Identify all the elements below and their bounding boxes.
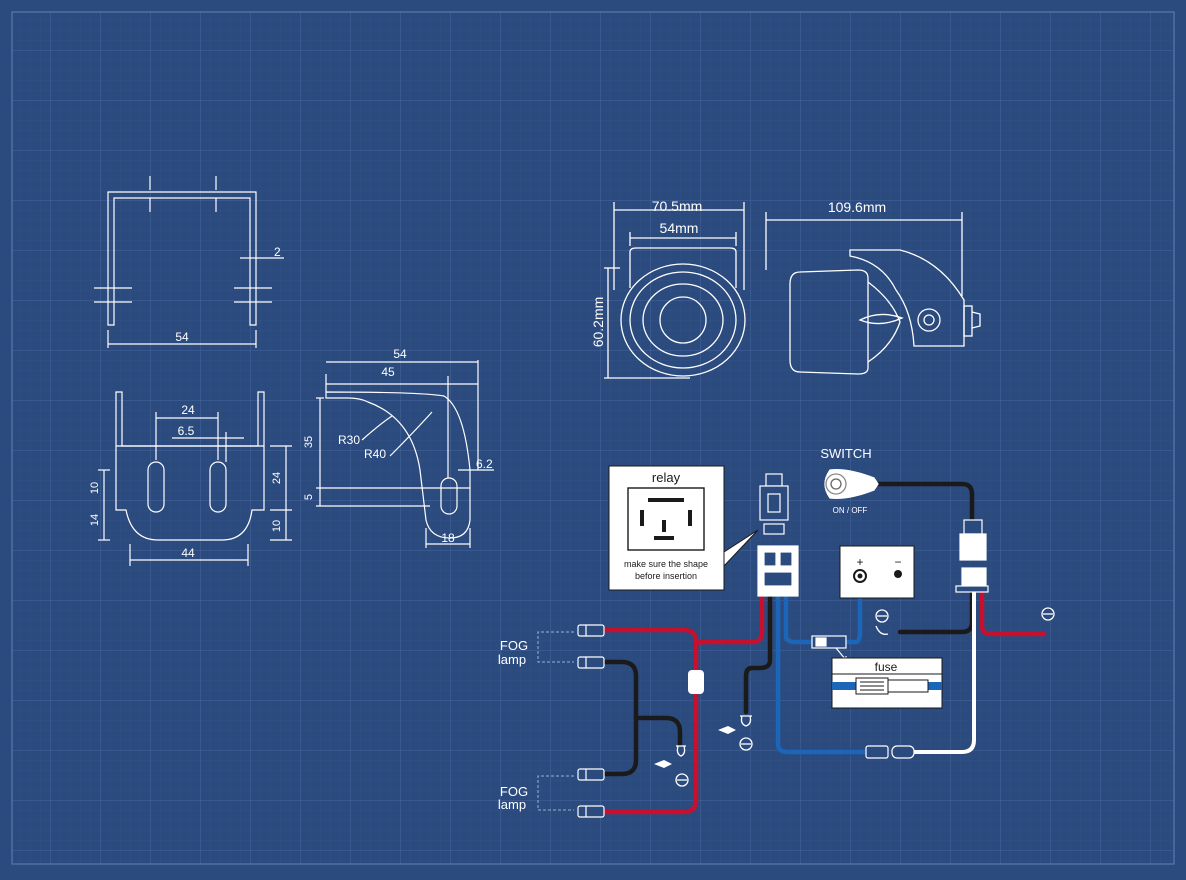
screws (654, 726, 736, 768)
base-width-label: 44 (181, 546, 195, 560)
left-dim-14: 14 (89, 514, 101, 526)
lamp-length: 109.6mm (828, 199, 886, 215)
relay-callout (608, 465, 759, 591)
slot-width-label: 6.2 (476, 457, 493, 471)
black-wire-relay (743, 593, 773, 715)
blue-wire-battery (843, 587, 863, 645)
white-wire-switch (910, 590, 976, 754)
lamp-side-view (765, 212, 981, 375)
relay-title: relay (652, 470, 681, 485)
fog-lamp-1-line-1: FOG (500, 638, 528, 653)
side-height-35: 35 (303, 436, 315, 448)
radius-40-label: R40 (364, 447, 386, 461)
bracket-front-view (94, 176, 284, 348)
bracket-side-view (316, 360, 494, 548)
left-dim-10: 10 (89, 482, 101, 494)
right-dim-24: 24 (271, 472, 283, 484)
hole-spacing-label: 24 (181, 403, 195, 417)
fog-lamp-1-line-2: lamp (498, 652, 526, 667)
harness-splice (688, 670, 704, 694)
right-dim-10: 10 (271, 520, 283, 532)
side-top-54: 54 (393, 347, 407, 361)
lamp-inner-width: 54mm (660, 220, 699, 236)
inline-connector (865, 745, 889, 759)
wiring-harness (601, 481, 1047, 815)
lamp-connectors (577, 624, 605, 818)
black-wire-ground (633, 715, 683, 747)
relay-unit (757, 473, 799, 597)
lamp-overall-width: 70.5mm (652, 198, 703, 214)
red-wire-battery (979, 587, 1047, 637)
fuse-label: fuse (875, 660, 898, 674)
battery-minus: − (894, 555, 901, 569)
side-height-5: 5 (303, 494, 315, 500)
side-bottom-18: 18 (441, 531, 455, 545)
bracket-base-view (98, 391, 292, 566)
relay-note-line-1: make sure the shape (624, 559, 708, 569)
red-wire-relay (693, 593, 765, 647)
battery (839, 545, 915, 599)
side-top-45: 45 (381, 365, 395, 379)
lamp-front-view (604, 202, 746, 379)
blue-wire-fuse (783, 593, 815, 645)
switch-connector (955, 519, 989, 593)
relay-note-line-2: before insertion (635, 571, 697, 581)
bracket-width-label: 54 (175, 330, 189, 344)
fog-lamp-brackets (537, 631, 574, 811)
fuse-callout (831, 657, 943, 709)
fog-lamp-2-line-2: lamp (498, 797, 526, 812)
hole-width-label: 6.5 (178, 424, 195, 438)
radius-30-label: R30 (338, 433, 360, 447)
switch-label: SWITCH (820, 446, 871, 461)
battery-plus: + (856, 555, 863, 569)
switch-unit (824, 469, 879, 499)
bracket-thickness-label: 2 (274, 245, 281, 259)
inline-connector-2 (891, 745, 915, 759)
ground-lugs (675, 607, 1055, 787)
blue-wire-return (775, 593, 871, 755)
red-wire-lamps (601, 627, 699, 815)
fog-lamp-2-line-1: FOG (500, 784, 528, 799)
lamp-height: 60.2mm (590, 297, 606, 348)
switch-state: ON / OFF (833, 506, 868, 515)
